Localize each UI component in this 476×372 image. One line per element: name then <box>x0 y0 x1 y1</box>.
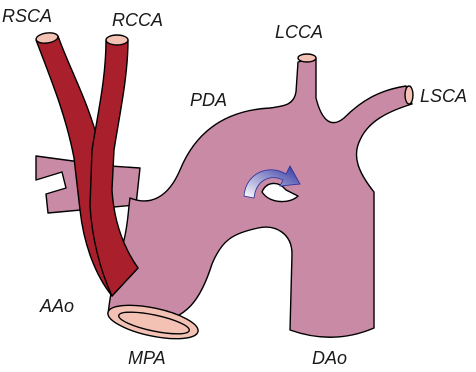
pulmonary-trunk-and-arch <box>108 58 412 337</box>
label-lcca: LCCA <box>275 22 323 42</box>
label-mpa: MPA <box>128 348 166 368</box>
label-aao: AAo <box>39 296 74 316</box>
label-lsca: LSCA <box>420 86 467 106</box>
label-pda: PDA <box>190 90 227 110</box>
rcca-opening <box>106 35 128 45</box>
label-rcca: RCCA <box>112 10 163 30</box>
label-rsca: RSCA <box>2 6 52 26</box>
lsca-opening <box>405 86 413 104</box>
lcca-opening <box>298 54 316 62</box>
label-dao: DAo <box>312 348 347 368</box>
